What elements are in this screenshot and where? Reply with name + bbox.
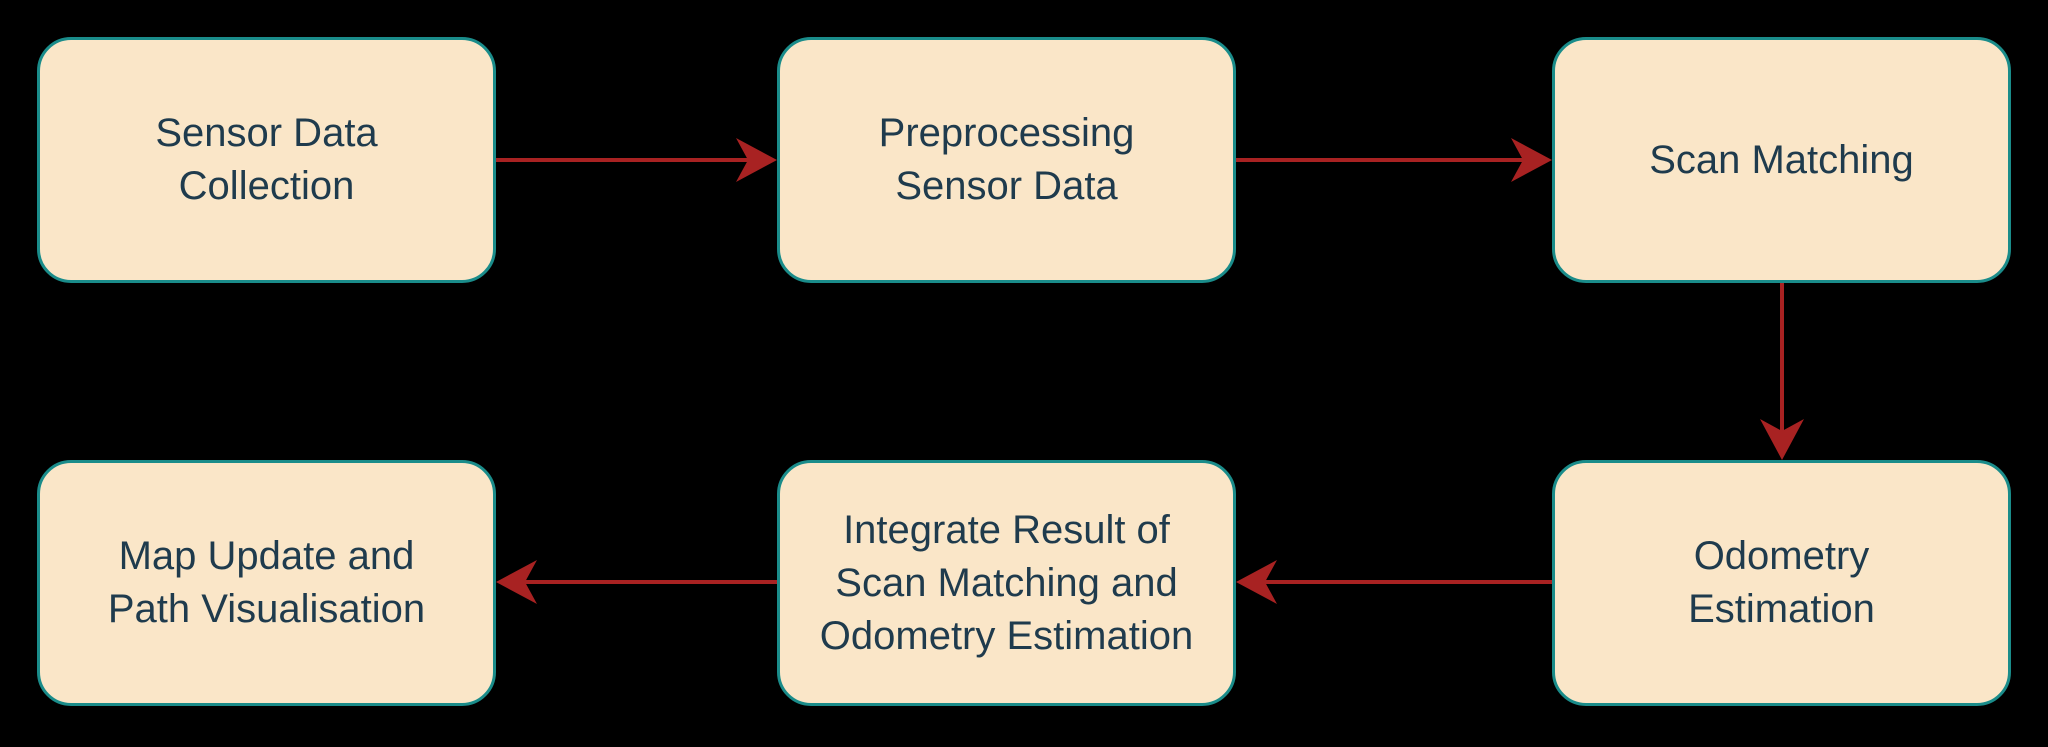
- node-label: Scan Matching: [1649, 137, 1914, 182]
- node-preprocessing-sensor-data: Preprocessing Sensor Data: [777, 37, 1236, 283]
- arrowhead-right-icon: [736, 138, 777, 182]
- node-label: Map Update and Path Visualisation: [107, 534, 426, 631]
- arrowhead-right-icon: [1511, 138, 1552, 182]
- node-label: Integrate Result of Scan Matching and Od…: [819, 507, 1194, 658]
- node-label: Odometry Estimation: [1688, 534, 1875, 631]
- node-integrate-result: Integrate Result of Scan Matching and Od…: [777, 460, 1236, 706]
- node-label: Preprocessing Sensor Data: [878, 111, 1135, 208]
- arrowhead-left-icon: [496, 560, 537, 604]
- node-sensor-data-collection: Sensor Data Collection: [37, 37, 496, 283]
- node-scan-matching: Scan Matching: [1552, 37, 2011, 283]
- node-label: Sensor Data Collection: [155, 111, 378, 208]
- node-odometry-estimation: Odometry Estimation: [1552, 460, 2011, 706]
- node-map-update: Map Update and Path Visualisation: [37, 460, 496, 706]
- arrowhead-left-icon: [1236, 560, 1277, 604]
- arrowhead-down-icon: [1760, 419, 1804, 460]
